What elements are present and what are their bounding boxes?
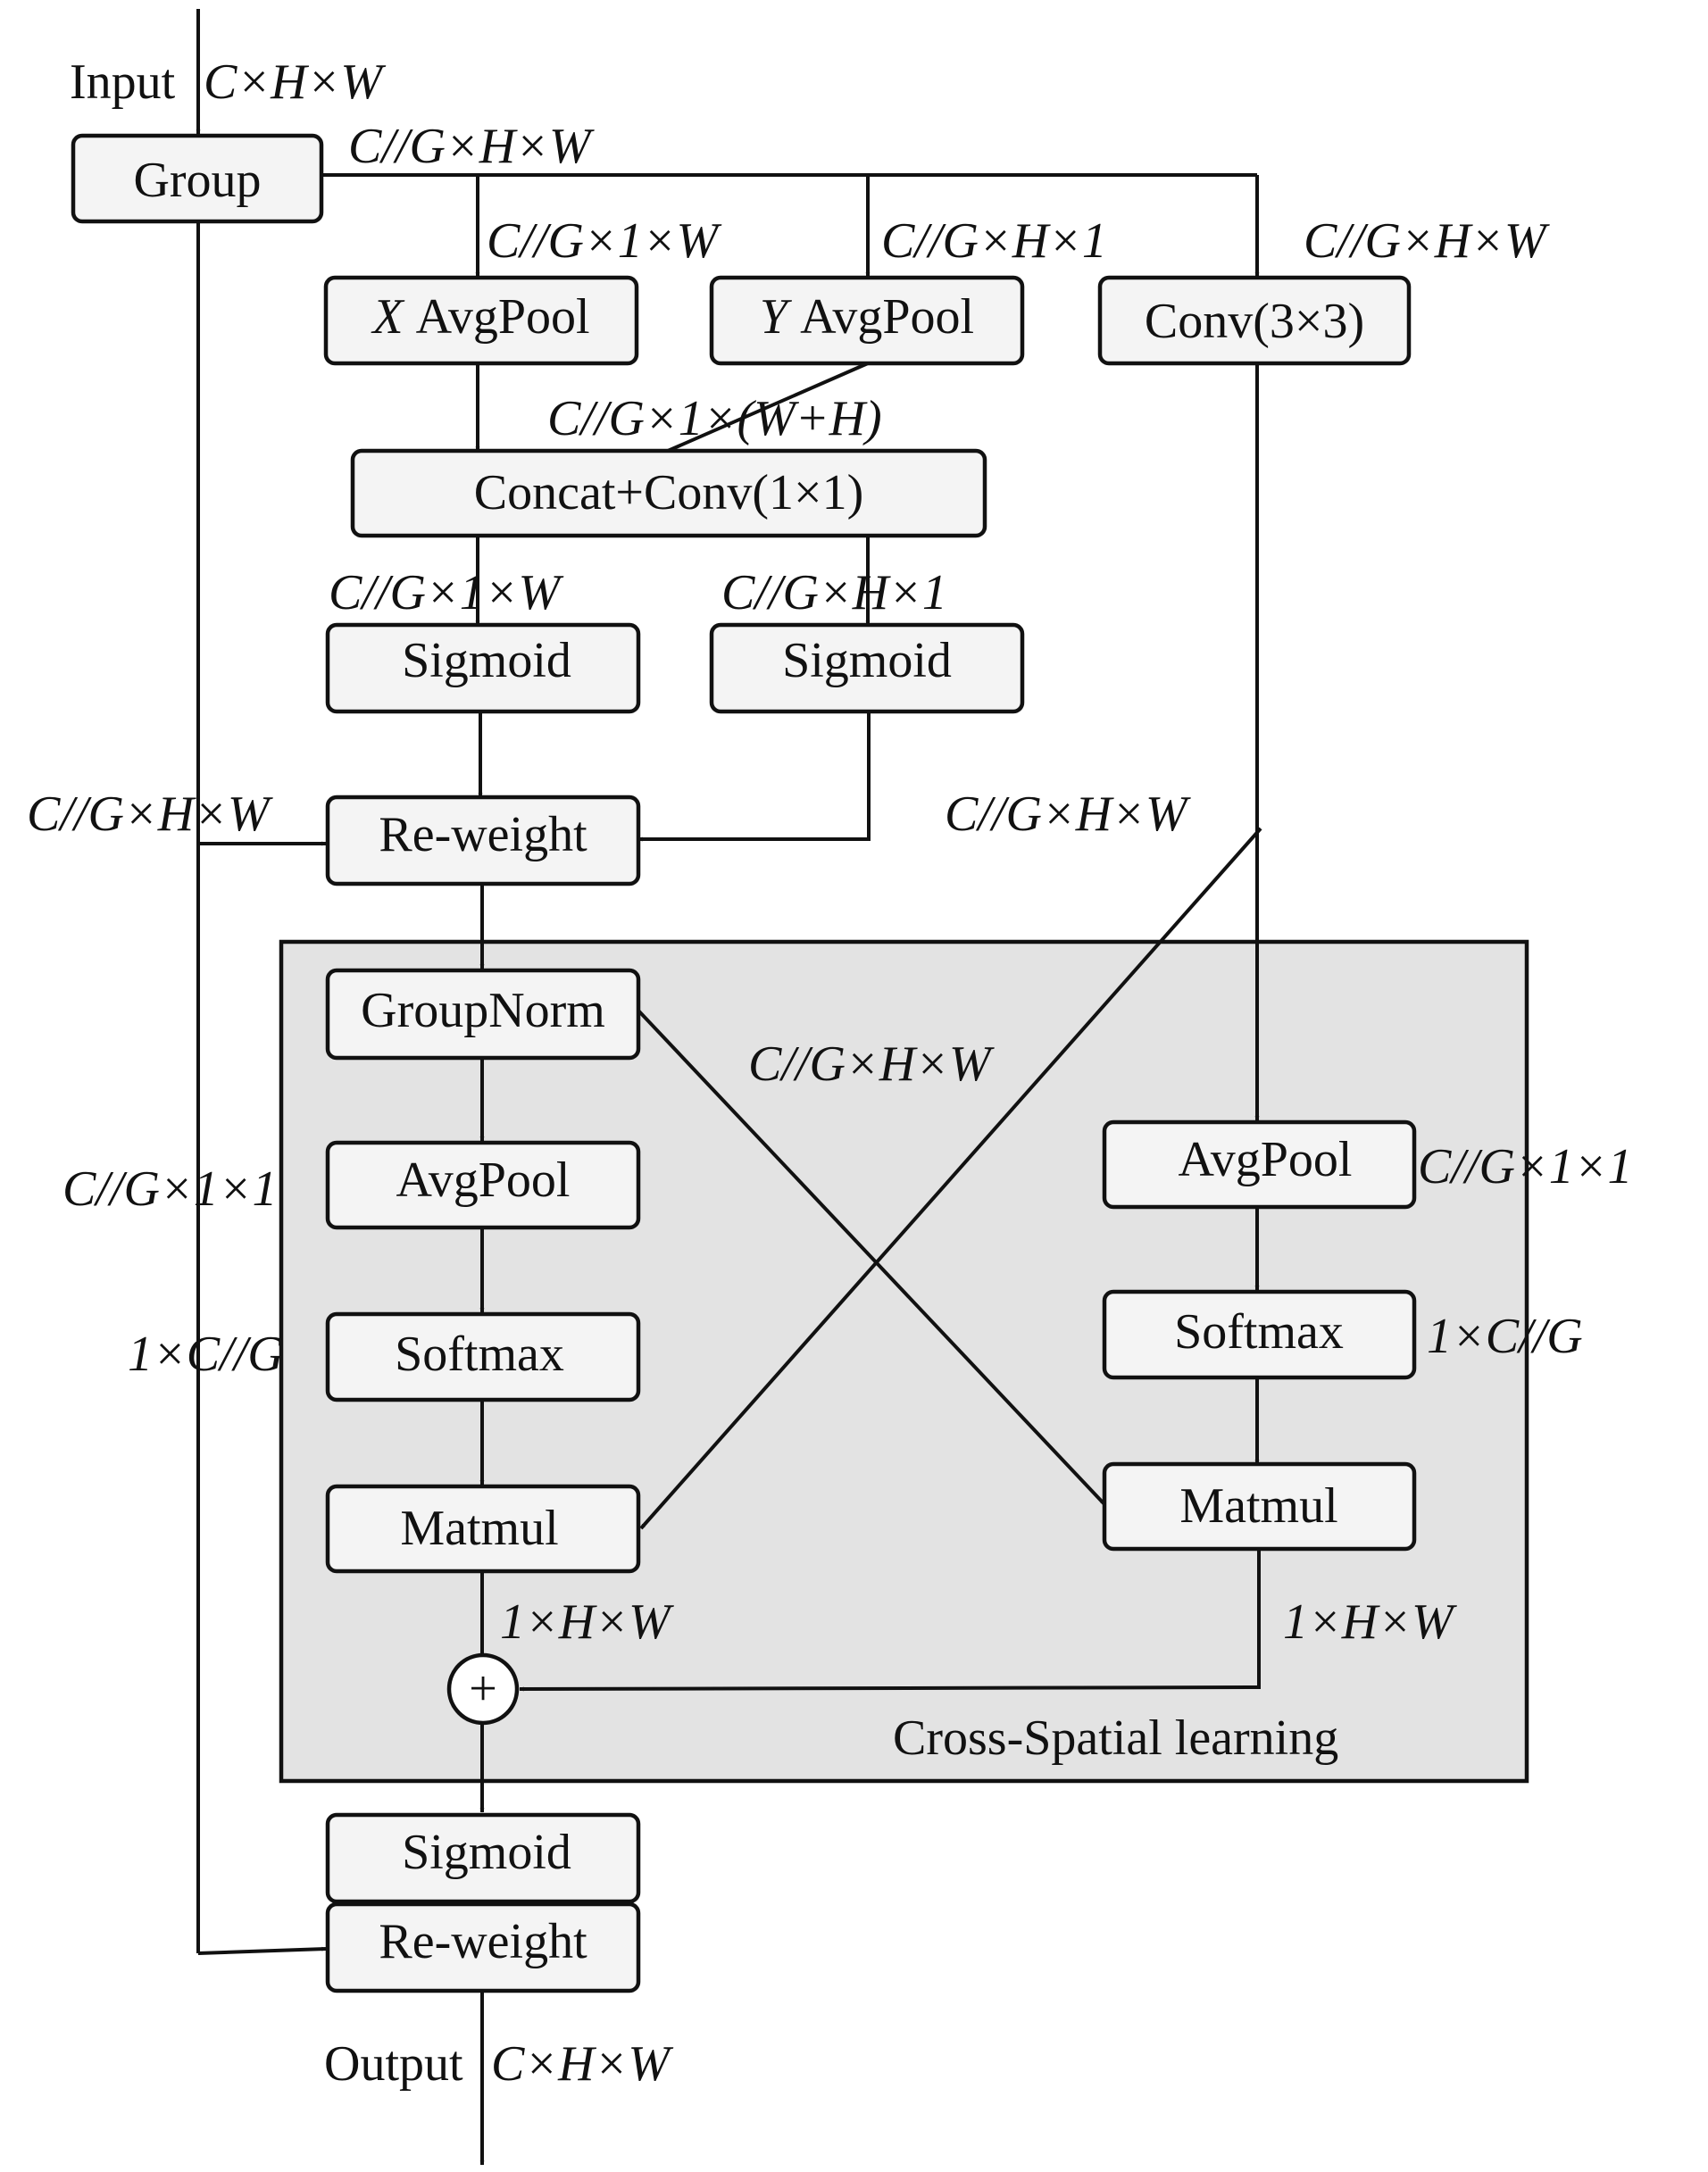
reweight-in-shape: C//G×H×W: [27, 786, 273, 842]
sigmoid-left-label: Sigmoid: [402, 633, 571, 688]
conv-branch-shape: C//G×H×W: [1304, 213, 1550, 269]
conv3x3-label: Conv(3×3): [1145, 294, 1364, 349]
matmul-left-label: Matmul: [400, 1501, 558, 1556]
softmax-left-box: Softmax: [325, 1311, 641, 1402]
avgpool-right-label: AvgPool: [1179, 1132, 1353, 1187]
conv-out-shape: C//G×H×W: [945, 786, 1191, 842]
concat-conv-box: Concat+Conv(1×1): [350, 448, 987, 538]
x-avgpool-box: X AvgPool: [323, 275, 639, 366]
split-right-shape: C//G×H×1: [721, 565, 947, 620]
avgpool-right-box: AvgPool: [1102, 1119, 1417, 1210]
groupnorm-cross-to-matmul-right: [637, 1009, 1106, 1506]
reweight-top-box: Re-weight: [325, 795, 641, 886]
plus-symbol: +: [469, 1661, 497, 1717]
matmul-left-box: Matmul: [325, 1484, 641, 1574]
avgpool-left-label: AvgPool: [396, 1153, 571, 1208]
group-box: Group: [71, 133, 324, 224]
sigmoid-bottom-box: Sigmoid: [325, 1812, 641, 1904]
split-left-shape: C//G×1×W: [329, 565, 563, 620]
sigmoid-bottom-label: Sigmoid: [402, 1825, 571, 1880]
x-pool-out-shape: C//G×1×W: [487, 213, 721, 269]
concat-conv-label: Concat+Conv(1×1): [474, 465, 863, 520]
left-pool-out-shape: C//G×1×1: [62, 1161, 278, 1217]
sigmoid-left-box: Sigmoid: [325, 622, 641, 714]
right-softmax-out-shape: 1×C//G: [1427, 1309, 1583, 1364]
sigmoid-right-to-reweight: [637, 712, 871, 842]
conv3x3-box: Conv(3×3): [1097, 275, 1412, 366]
reweight-top-label: Re-weight: [379, 807, 587, 862]
right-matmul-out-shape: 1×H×W: [1283, 1594, 1457, 1650]
matmul-right-label: Matmul: [1179, 1478, 1337, 1534]
y-pool-out-shape: C//G×H×1: [881, 213, 1107, 269]
softmax-left-label: Softmax: [395, 1327, 564, 1382]
right-pool-out-shape: C//G×1×1: [1418, 1139, 1633, 1194]
conv-cross-to-matmul-left: [639, 827, 1262, 1530]
left-softmax-out-shape: 1×C//G: [128, 1327, 284, 1382]
y-avgpool-label: Y AvgPool: [760, 289, 974, 345]
matmul-right-to-plus: [519, 1549, 1261, 1692]
avgpool-left-box: AvgPool: [325, 1140, 641, 1230]
connectors: [196, 9, 1262, 2166]
matmul-right-box: Matmul: [1102, 1461, 1417, 1552]
y-pool-to-concat: [667, 362, 869, 453]
reweight-bottom-box: Re-weight: [325, 1902, 641, 1993]
input-word: Input: [70, 54, 176, 110]
reweight-bottom-label: Re-weight: [379, 1914, 587, 1969]
x-avgpool-label: X AvgPool: [371, 289, 589, 345]
input-shape: C×H×W: [204, 54, 386, 110]
left-matmul-out-shape: 1×H×W: [500, 1594, 674, 1650]
sigmoid-right-box: Sigmoid: [709, 622, 1025, 714]
softmax-right-label: Softmax: [1174, 1304, 1344, 1360]
group-label: Group: [133, 153, 261, 208]
cross-spatial-title: Cross-Spatial learning: [893, 1710, 1338, 1766]
plus-node: +: [446, 1652, 520, 1726]
group-out-shape: C//G×H×W: [348, 119, 595, 174]
groupnorm-label: GroupNorm: [361, 983, 605, 1038]
output-word: Output: [324, 2036, 463, 2092]
output-shape: C×H×W: [491, 2036, 673, 2092]
concat-in-shape: C//G×1×(W+H): [547, 391, 882, 446]
groupnorm-box: GroupNorm: [325, 968, 641, 1061]
y-avgpool-box: Y AvgPool: [709, 275, 1025, 366]
skip-to-reweight-bottom: [197, 1946, 327, 1955]
softmax-right-box: Softmax: [1102, 1289, 1417, 1380]
sigmoid-right-label: Sigmoid: [782, 633, 952, 688]
cross-mid-shape: C//G×H×W: [748, 1036, 995, 1092]
